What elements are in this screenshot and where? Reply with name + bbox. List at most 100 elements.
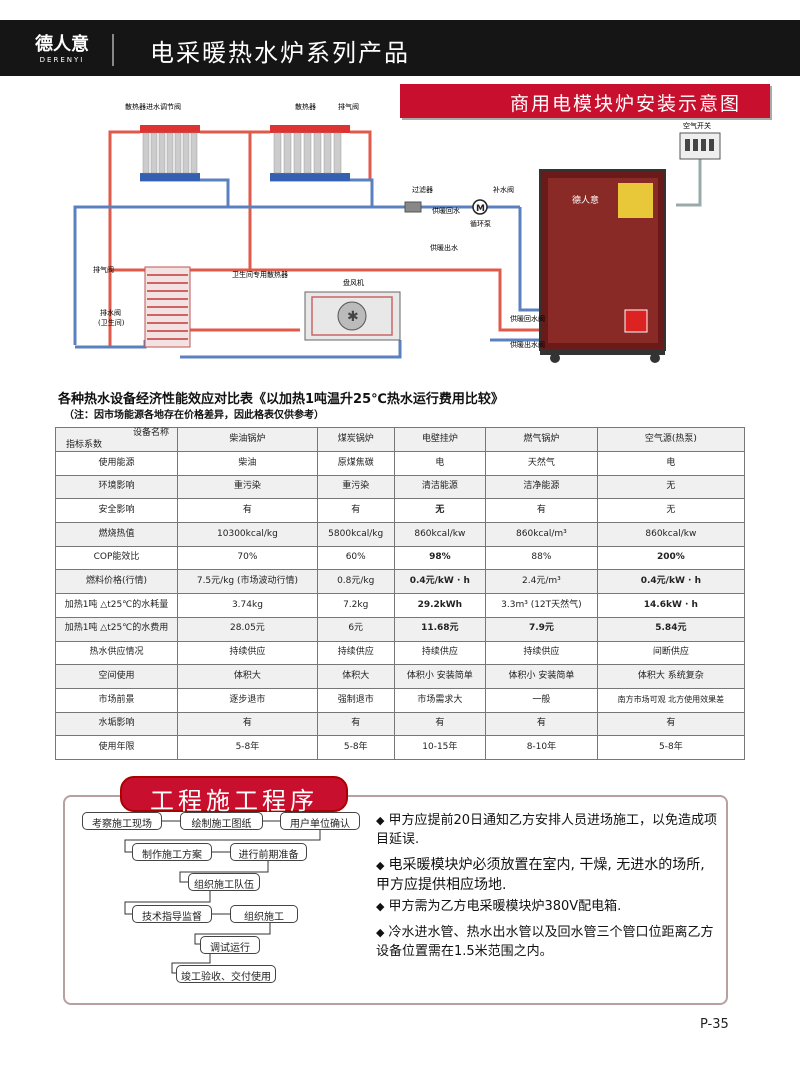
- table-cell: 7.5元/kg (市场波动行情): [177, 569, 318, 595]
- table-cell: 2.4元/m³: [485, 569, 598, 595]
- label-vent-valve-left: 排气阀: [93, 265, 114, 274]
- table-row: 燃料价格(行情) 7.5元/kg (市场波动行情) 0.8元/kg 0.4元/k…: [55, 569, 746, 595]
- diamond-bullet-icon: ◆: [376, 859, 385, 872]
- bathroom-radiator: [144, 266, 191, 348]
- row-label: 使用能源: [55, 451, 178, 476]
- process-step: 考察施工现场: [82, 812, 162, 830]
- table-cell: 6元: [316, 616, 395, 642]
- process-frame: [63, 795, 728, 1005]
- label-vent-valve-top: 排气阀: [338, 102, 359, 111]
- return-pipe: [676, 155, 702, 207]
- table-cell: 5-8年: [177, 735, 318, 760]
- table-cell: 电: [393, 451, 487, 476]
- corner-top-label: 设备名称: [132, 428, 169, 438]
- page-title: 电采暖热水炉系列产品: [150, 39, 410, 67]
- table-row: 市场前景 逐步退市 强制退市 市场需求大 一般 南方市场可观 北方使用效果差: [55, 687, 746, 713]
- row-label: 环境影响: [55, 474, 178, 500]
- process-step: 组织施工: [230, 905, 298, 923]
- table-cell: 南方市场可观 北方使用效果差: [596, 687, 746, 713]
- table-cell: 860kcal/kw: [596, 522, 746, 547]
- table-row: 燃烧热值 10300kcal/kg 5800kcal/kg 860kcal/kw…: [55, 522, 746, 547]
- corner-bottom-label: 指标系数: [66, 439, 103, 450]
- table-cell: 3.74kg: [177, 593, 318, 618]
- process-step: 竣工验收、交付使用: [176, 965, 276, 983]
- supply-pipe: [108, 130, 140, 347]
- table-cell: 柴油: [177, 451, 318, 476]
- table-cell: 0.4元/kW · h: [596, 569, 746, 595]
- table-cell: 有: [177, 711, 318, 737]
- table-cell: 有: [596, 711, 746, 737]
- table-cell: 无: [596, 498, 746, 524]
- air-switch-box: [679, 132, 721, 160]
- column-header: 电壁挂炉: [393, 427, 487, 452]
- table-cell: 重污染: [316, 474, 395, 500]
- column-header: 煤炭锅炉: [316, 427, 395, 452]
- table-cell: 持续供应: [485, 640, 598, 666]
- note-text: 电采暖模块炉必须放置在室内, 干燥, 无进水的场所, 甲方应提供相应场地.: [376, 857, 705, 894]
- note-text: 甲方应提前20日通知乙方安排人员进场施工，以免造成项目延误.: [376, 813, 718, 847]
- note-item: ◆甲方应提前20日通知乙方安排人员进场施工，以免造成项目延误.: [376, 812, 721, 850]
- pump-letter: M: [476, 204, 485, 214]
- table-row: 加热1吨 △t25℃的水费用 28.05元 6元 11.68元 7.9元 5.8…: [55, 616, 746, 642]
- column-header: 空气源(热泵): [596, 427, 746, 452]
- table-cell: 29.2kWh: [393, 593, 487, 618]
- table-cell: 有: [393, 711, 487, 737]
- comparison-table: 设备名称 指标系数 柴油锅炉 煤炭锅炉 电壁挂炉 燃气锅炉 空气源(热泵) 使用…: [55, 427, 746, 760]
- table-cell: 强制退市: [316, 687, 395, 713]
- table-cell: 有: [177, 498, 318, 524]
- process-title: 工程施工程序: [120, 776, 348, 815]
- process-step: 组织施工队伍: [188, 873, 260, 891]
- table-cell: 860kcal/m³: [485, 522, 598, 547]
- table-cell: 5-8年: [596, 735, 746, 760]
- table-cell: 8-10年: [485, 735, 598, 760]
- process-step: 绘制施工图纸: [180, 812, 263, 830]
- table-cell: 持续供应: [177, 640, 318, 666]
- label-drain-valve-sub: (卫生间): [98, 318, 125, 327]
- label-circ-pump: 循环泵: [470, 219, 491, 228]
- label-out-valve: 供暖出水阀: [510, 340, 545, 349]
- table-cell: 0.8元/kg: [316, 569, 395, 595]
- table-cell: 逐步退市: [177, 687, 318, 713]
- table-row: 使用年限 5-8年 5-8年 10-15年 8-10年 5-8年: [55, 735, 746, 760]
- filter-icon: [404, 201, 422, 213]
- table-cell: 无: [596, 474, 746, 500]
- table-cell: 一般: [485, 687, 598, 713]
- table-row: COP能效比 70% 60% 98% 88% 200%: [55, 545, 746, 571]
- table-cell: 持续供应: [316, 640, 395, 666]
- label-filter: 过滤器: [412, 185, 433, 194]
- table-row: 加热1吨 △t25℃的水耗量 3.74kg 7.2kg 29.2kWh 3.3m…: [55, 593, 746, 618]
- diamond-bullet-icon: ◆: [376, 926, 385, 939]
- header-bar: [0, 20, 800, 76]
- label-supply-return: 供暖回水: [432, 206, 460, 215]
- table-cell: 重污染: [177, 474, 318, 500]
- table-cell: 有: [485, 711, 598, 737]
- table-cell: 860kcal/kw: [393, 522, 487, 547]
- row-label: 安全影响: [55, 498, 178, 524]
- installation-diagram: ✱ M 德人意 散热器进水调节阀 散热器 排气阀 空气开关 过滤器 供暖回水 循…: [73, 102, 721, 363]
- table-cell: 5-8年: [316, 735, 395, 760]
- table-cell: 清洁能源: [393, 474, 487, 500]
- table-row: 安全影响 有 有 无 有 无: [55, 498, 746, 524]
- row-label: 加热1吨 △t25℃的水耗量: [55, 593, 178, 618]
- note-item: ◆电采暖模块炉必须放置在室内, 干燥, 无进水的场所, 甲方应提供相应场地.: [376, 855, 721, 896]
- process-step: 用户单位确认: [280, 812, 360, 830]
- table-cell: 体积大 系统复杂: [596, 664, 746, 689]
- table-cell: 电: [596, 451, 746, 476]
- row-label: 使用年限: [55, 735, 178, 760]
- logo-subtext: DERENYI: [39, 56, 85, 64]
- table-cell: 持续供应: [393, 640, 487, 666]
- column-header: 燃气锅炉: [485, 427, 598, 452]
- process-step: 进行前期准备: [230, 843, 307, 861]
- table-row: 环境影响 重污染 重污染 清洁能源 洁净能源 无: [55, 474, 746, 500]
- supply-pipe: [350, 130, 372, 180]
- fan-coil-unit: ✱: [304, 291, 401, 341]
- table-cell: 10300kcal/kg: [177, 522, 318, 547]
- note-item: ◆甲方需为乙方电采暖模块炉380V配电箱.: [376, 898, 721, 917]
- process-step: 调试运行: [200, 936, 260, 954]
- table-cell: 原煤焦碳: [316, 451, 395, 476]
- table-note: （注：因市场能源各地存在价格差异，因此格表仅供参考）: [64, 410, 324, 421]
- table-cell: 体积小 安装简单: [393, 664, 487, 689]
- corner-cell: 设备名称 指标系数: [55, 427, 178, 452]
- table-header-row: 设备名称 指标系数 柴油锅炉 煤炭锅炉 电壁挂炉 燃气锅炉 空气源(热泵): [55, 427, 746, 452]
- table-cell: 7.9元: [485, 616, 598, 642]
